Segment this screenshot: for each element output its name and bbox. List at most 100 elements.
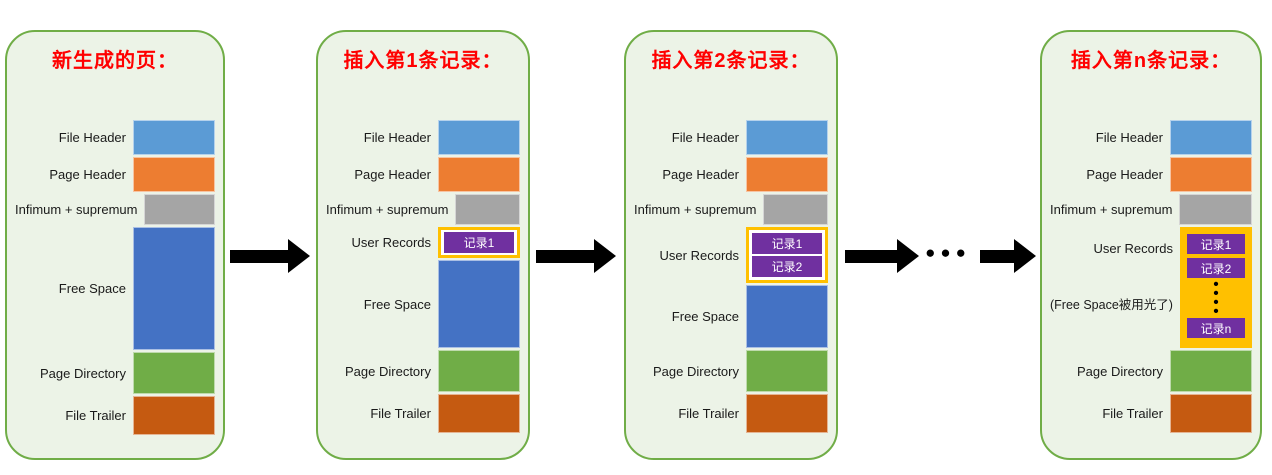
file-header-block (1170, 120, 1252, 155)
panel-insert-record-n: 插入第n条记录： File Header Page Header Infimum… (1040, 30, 1262, 460)
page-structure-stack: File Header Page Header Infimum + suprem… (1050, 119, 1252, 434)
page-directory-block (1170, 350, 1252, 392)
block-label: User Records (351, 235, 431, 250)
row-free-space: Free Space (634, 284, 828, 349)
file-trailer-block (1170, 394, 1252, 433)
file-header-block (746, 120, 828, 155)
arrow-shaft (845, 249, 897, 263)
panel-title: 插入第2条记录： (651, 50, 811, 72)
block-label: Infimum + supremum (15, 202, 138, 217)
row-infimum-supremum: Infimum + supremum (1050, 193, 1252, 226)
record-box: 记录n (1186, 318, 1245, 338)
row-file-trailer: File Trailer (1050, 393, 1252, 434)
block-label: Page Directory (653, 363, 739, 379)
arrow-right-icon (980, 239, 1036, 273)
arrow-shaft (536, 249, 594, 263)
record-box: 记录1 (444, 232, 514, 253)
user-records-full-block: 记录1 记录2 • • • • 记录n (1179, 227, 1252, 348)
block-label: Infimum + supremum (634, 202, 757, 217)
row-infimum-supremum: Infimum + supremum (634, 193, 828, 226)
page-structure-stack: File Header Page Header Infimum + suprem… (634, 119, 828, 434)
arrow-head (1014, 239, 1036, 273)
page-directory-block (438, 350, 520, 392)
block-label: Free Space (671, 309, 739, 324)
row-free-space: Free Space (15, 226, 215, 351)
block-label: File Header (1095, 130, 1163, 145)
panel-insert-record-2: 插入第2条记录： File Header Page Header Infimum… (624, 30, 838, 460)
file-trailer-block (746, 394, 828, 433)
row-infimum-supremum: Infimum + supremum (326, 193, 520, 226)
block-label: User Records (1093, 240, 1173, 256)
record-box: 记录2 (1186, 258, 1245, 278)
block-label: Infimum + supremum (1050, 202, 1173, 217)
block-label: Page Header (49, 167, 126, 182)
block-label-column: User Records (Free Space被用光了) (1050, 226, 1180, 349)
free-space-block (746, 285, 828, 348)
block-label: File Header (671, 130, 739, 145)
free-space-block (438, 260, 520, 348)
block-label: Page Header (354, 167, 431, 182)
block-label: Page Directory (40, 365, 126, 381)
arrow-head (288, 239, 310, 273)
row-file-trailer: File Trailer (326, 393, 520, 434)
page-structure-stack: File Header Page Header Infimum + suprem… (326, 119, 520, 434)
page-directory-block (133, 352, 215, 394)
infimum-supremum-block (455, 194, 520, 225)
block-label: File Trailer (678, 406, 739, 421)
infimum-supremum-block (144, 194, 215, 225)
page-structure-stack: File Header Page Header Infimum + suprem… (15, 119, 215, 436)
row-page-directory: Page Directory (326, 349, 520, 393)
row-infimum-supremum: Infimum + supremum (15, 193, 215, 226)
block-label: Page Directory (1077, 363, 1163, 379)
block-label: File Header (363, 130, 431, 145)
arrow-shaft (980, 249, 1014, 263)
panel-title: 插入第1条记录： (343, 50, 503, 72)
row-page-header: Page Header (326, 156, 520, 193)
vertical-ellipsis-icon: • • • • (1213, 276, 1219, 320)
row-page-directory: Page Directory (1050, 349, 1252, 393)
arrow-right-icon (845, 239, 919, 273)
record-box: 记录1 (1186, 234, 1245, 254)
user-records-block: 记录1 (438, 227, 520, 258)
page-header-block (746, 157, 828, 192)
block-label: Page Header (1086, 167, 1163, 182)
page-directory-block (746, 350, 828, 392)
row-file-header: File Header (1050, 119, 1252, 156)
row-file-trailer: File Trailer (634, 393, 828, 434)
row-file-header: File Header (634, 119, 828, 156)
infimum-supremum-block (1179, 194, 1252, 225)
block-label: User Records (659, 247, 739, 263)
arrow-right-icon (230, 239, 310, 273)
page-header-block (1170, 157, 1252, 192)
block-label: Infimum + supremum (326, 202, 449, 217)
block-label: Free Space (363, 296, 431, 312)
row-page-header: Page Header (15, 156, 215, 193)
block-label: File Trailer (65, 408, 126, 423)
page-header-block (438, 157, 520, 192)
block-label: File Trailer (1102, 406, 1163, 421)
row-page-directory: Page Directory (15, 351, 215, 395)
block-label: Page Header (662, 167, 739, 182)
row-free-space: Free Space (326, 259, 520, 349)
row-file-trailer: File Trailer (15, 395, 215, 436)
block-label: Free Space (58, 281, 126, 296)
file-header-block (133, 120, 215, 155)
panel-title: 新生成的页： (52, 50, 178, 72)
panel-title: 插入第n条记录： (1070, 50, 1232, 72)
page-header-block (133, 157, 215, 192)
file-trailer-block (438, 394, 520, 433)
block-label: File Trailer (370, 406, 431, 421)
block-label: File Header (58, 130, 126, 145)
row-file-header: File Header (15, 119, 215, 156)
panel-new-page: 新生成的页： File Header Page Header Infimum +… (5, 30, 225, 460)
free-space-used-up-label: (Free Space被用光了) (1050, 298, 1173, 312)
user-records-block: 记录1 记录2 (746, 227, 828, 283)
row-page-directory: Page Directory (634, 349, 828, 393)
arrow-head (897, 239, 919, 273)
row-file-header: File Header (326, 119, 520, 156)
block-label: Page Directory (345, 363, 431, 379)
record-box: 记录1 (752, 233, 822, 254)
arrow-shaft (230, 249, 288, 263)
free-space-block (133, 227, 215, 350)
